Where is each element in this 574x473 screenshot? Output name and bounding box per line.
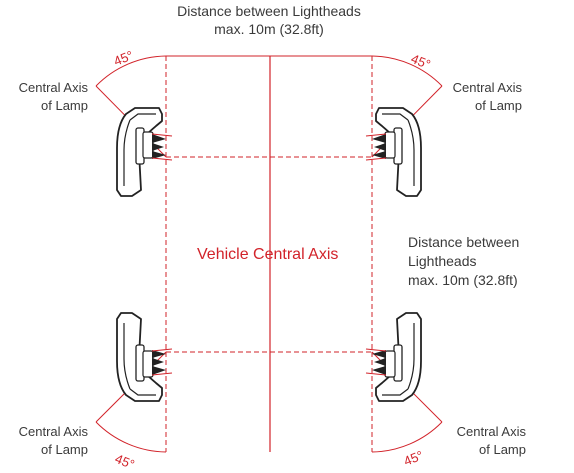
top-distance-label: Distance between Lightheads max. 10m (32… <box>177 3 361 37</box>
axis-label-top-left: Central Axis of Lamp <box>18 80 88 113</box>
angle-label-top-right: 45° <box>409 51 433 72</box>
axis-label-bottom-right: Central Axis of Lamp <box>456 424 526 457</box>
angle-label-top-left: 45° <box>112 48 136 69</box>
side-distance-label: Distance between Lightheads max. 10m (32… <box>408 234 520 288</box>
angle-label-bottom-left: 45° <box>113 451 137 472</box>
lamp-bottom-left <box>116 312 173 402</box>
axis-label-bottom-left: Central Axis of Lamp <box>18 424 88 457</box>
vehicle-central-axis-label: Vehicle Central Axis <box>197 246 339 263</box>
lamp-top-left <box>116 107 173 197</box>
lamp-top-right <box>365 107 422 197</box>
axis-label-top-right: Central Axis of Lamp <box>452 80 522 113</box>
angle-label-bottom-right: 45° <box>402 448 426 469</box>
lamp-bottom-right <box>365 312 422 402</box>
